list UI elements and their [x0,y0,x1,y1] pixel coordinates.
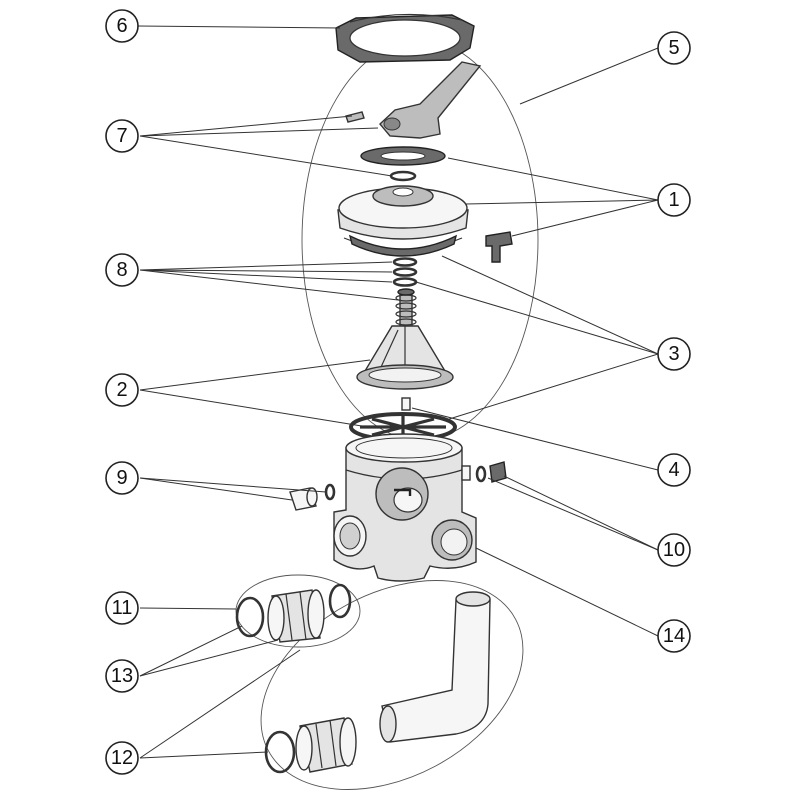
callout-4: 4 [657,453,691,487]
part-12-elbow-kit [264,591,491,774]
part-7-small-ring [389,170,417,182]
part-1-plug [485,231,513,263]
svg-text:2: 2 [116,379,127,401]
callout-7: 7 [105,119,139,153]
callout-9: 9 [105,461,139,495]
callout-13: 13 [105,659,139,693]
part-12-union [235,583,352,643]
svg-text:4: 4 [668,459,679,481]
part-4-pin [401,397,411,411]
svg-text:9: 9 [116,467,127,489]
callout-5: 5 [657,31,691,65]
svg-text:8: 8 [116,259,127,281]
callout-14: 14 [657,619,691,653]
svg-text:6: 6 [116,15,127,37]
leader-lines [137,25,659,759]
part-2-cone-rotor [356,325,454,390]
callout-2: 2 [105,373,139,407]
part-8-o-rings [392,257,418,287]
part-8-shaft [395,288,417,331]
callout-3: 3 [657,337,691,371]
part-6-lid-ring [335,13,475,63]
callout-1: 1 [657,183,691,217]
callout-10: 10 [657,533,691,567]
svg-text:14: 14 [663,625,685,647]
svg-text:7: 7 [116,125,127,147]
svg-text:12: 12 [111,747,133,769]
callouts: 6 5 7 1 8 3 2 4 9 10 11 14 13 12 [105,9,691,775]
callout-12: 12 [105,741,139,775]
svg-text:3: 3 [668,343,679,365]
svg-text:5: 5 [668,37,679,59]
part-1-flat-gasket [360,146,446,166]
svg-text:11: 11 [112,597,133,619]
part-1-valve-cover [337,185,469,257]
svg-text:10: 10 [663,539,685,561]
callout-8: 8 [105,253,139,287]
callout-11: 11 [105,591,139,625]
union-ellipse [235,574,361,648]
callout-6: 6 [105,9,139,43]
part-7-handle [345,61,482,139]
part-9-drain-plug [289,483,336,511]
svg-text:1: 1 [668,189,679,211]
valve-body [333,433,477,582]
part-10-fitting [475,461,507,483]
svg-text:13: 13 [111,665,133,687]
